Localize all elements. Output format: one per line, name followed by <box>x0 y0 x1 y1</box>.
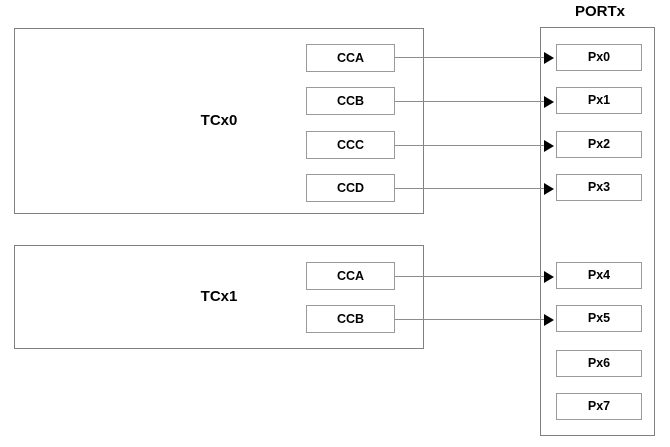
pin-label-px7: Px7 <box>587 399 611 414</box>
pin-label-px0: Px0 <box>587 50 611 65</box>
connector-line-tcx1-ccb-px5 <box>395 319 544 320</box>
connector-line-tcx0-cca-px0 <box>395 57 544 58</box>
channel-box-tcx0-ccb[interactable]: CCB <box>306 87 395 115</box>
arrow-head-tcx1-cca-px4 <box>544 271 554 283</box>
channel-label-tcx1-ccb: CCB <box>336 311 365 326</box>
pin-label-px2: Px2 <box>587 137 611 152</box>
channel-box-tcx0-cca[interactable]: CCA <box>306 44 395 72</box>
channel-label-tcx0-ccb: CCB <box>336 93 365 108</box>
channel-box-tcx0-ccc[interactable]: CCC <box>306 131 395 159</box>
channel-label-tcx0-cca: CCA <box>336 50 365 65</box>
arrow-head-tcx0-ccc-px2 <box>544 140 554 152</box>
pin-box-px1[interactable]: Px1 <box>556 87 642 114</box>
arrow-head-tcx0-ccb-px1 <box>544 96 554 108</box>
pin-box-px5[interactable]: Px5 <box>556 305 642 332</box>
pin-label-px3: Px3 <box>587 180 611 195</box>
channel-box-tcx0-ccd[interactable]: CCD <box>306 174 395 202</box>
connector-line-tcx1-cca-px4 <box>395 276 544 277</box>
pin-label-px1: Px1 <box>587 93 611 108</box>
pin-box-px6[interactable]: Px6 <box>556 350 642 377</box>
pin-label-px4: Px4 <box>587 268 611 283</box>
arrow-head-tcx0-cca-px0 <box>544 52 554 64</box>
connector-line-tcx0-ccb-px1 <box>395 101 544 102</box>
module-tcx1-label: TCx1 <box>200 288 238 305</box>
pin-label-px5: Px5 <box>587 311 611 326</box>
channel-label-tcx0-ccd: CCD <box>336 180 365 195</box>
pin-box-px3[interactable]: Px3 <box>556 174 642 201</box>
channel-box-tcx1-cca[interactable]: CCA <box>306 262 395 290</box>
pin-label-px6: Px6 <box>587 356 611 371</box>
channel-label-tcx0-ccc: CCC <box>336 137 365 152</box>
connector-line-tcx0-ccc-px2 <box>395 145 544 146</box>
arrow-head-tcx0-ccd-px3 <box>544 183 554 195</box>
arrow-head-tcx1-ccb-px5 <box>544 314 554 326</box>
pin-box-px0[interactable]: Px0 <box>556 44 642 71</box>
pin-box-px7[interactable]: Px7 <box>556 393 642 420</box>
connector-line-tcx0-ccd-px3 <box>395 188 544 189</box>
pin-box-px2[interactable]: Px2 <box>556 131 642 158</box>
module-tcx0-label: TCx0 <box>200 112 238 129</box>
channel-box-tcx1-ccb[interactable]: CCB <box>306 305 395 333</box>
portx-title: PORTx <box>574 3 625 20</box>
channel-label-tcx1-cca: CCA <box>336 268 365 283</box>
pin-box-px4[interactable]: Px4 <box>556 262 642 289</box>
